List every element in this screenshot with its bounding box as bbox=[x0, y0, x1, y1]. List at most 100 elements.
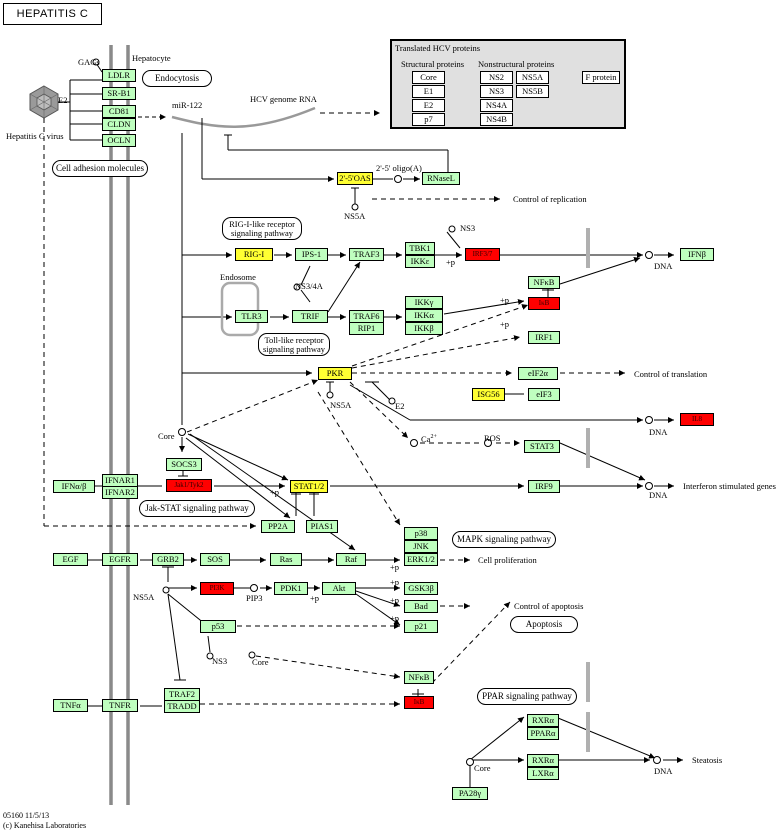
hcv-fprotein[interactable]: F protein bbox=[582, 71, 620, 84]
node-egfr[interactable]: EGFR bbox=[102, 553, 138, 566]
node-ikb-tnf[interactable]: IκB bbox=[404, 696, 434, 709]
pathway-link-jakstat[interactable]: Jak-STAT signaling pathway bbox=[139, 500, 255, 517]
node-tradd[interactable]: TRADD bbox=[164, 700, 200, 713]
node-ikkb[interactable]: IKKβ bbox=[405, 322, 443, 335]
node-pa28g[interactable]: PA28γ bbox=[452, 787, 488, 800]
node-ifnab[interactable]: IFNα/β bbox=[53, 480, 95, 493]
node-eif3[interactable]: eIF3 bbox=[528, 388, 560, 401]
node-ras[interactable]: Ras bbox=[270, 553, 302, 566]
node-nfkb-tnf[interactable]: NFκB bbox=[404, 671, 434, 684]
pathway-link-cell-adhesion[interactable]: Cell adhesion molecules bbox=[52, 160, 148, 177]
node-traf6[interactable]: TRAF6 bbox=[349, 310, 384, 323]
node-rxra-1[interactable]: RXRα bbox=[527, 714, 559, 727]
hcv-core[interactable]: Core bbox=[412, 71, 445, 84]
pathway-link-endocytosis[interactable]: Endocytosis bbox=[142, 70, 212, 87]
node-stat12[interactable]: STAT1/2 bbox=[290, 480, 328, 493]
node-oas[interactable]: 2'-5'OAS bbox=[337, 172, 373, 185]
hcv-p7[interactable]: p7 bbox=[412, 113, 445, 126]
hcv-ns4b[interactable]: NS4B bbox=[480, 113, 513, 126]
hcv-e2[interactable]: E2 bbox=[412, 99, 445, 112]
node-pp2a[interactable]: PP2A bbox=[261, 520, 295, 533]
pathway-link-rigi[interactable]: RIG-I-like receptor signaling pathway bbox=[222, 217, 302, 240]
node-pias1[interactable]: PIAS1 bbox=[306, 520, 338, 533]
node-bad[interactable]: Bad bbox=[404, 600, 438, 613]
pathway-link-mapk[interactable]: MAPK signaling pathway bbox=[452, 531, 556, 548]
node-rip1[interactable]: RIP1 bbox=[349, 322, 384, 335]
node-traf3[interactable]: TRAF3 bbox=[349, 248, 384, 261]
pathway-link-ppar[interactable]: PPAR signaling pathway bbox=[477, 688, 577, 705]
mir122-label: miR-122 bbox=[172, 100, 203, 110]
node-cd81[interactable]: CD81 bbox=[102, 105, 136, 118]
phospho-label-ikb: +p bbox=[500, 295, 510, 305]
hcv-e1[interactable]: E1 bbox=[412, 85, 445, 98]
core-label-p53: Core bbox=[252, 657, 269, 667]
node-ocln[interactable]: OCLN bbox=[102, 134, 136, 147]
node-erk[interactable]: ERK1/2 bbox=[404, 553, 438, 566]
node-lxra[interactable]: LXRα bbox=[527, 767, 559, 780]
node-ikka[interactable]: IKKα bbox=[405, 309, 443, 322]
hcv-ns5a[interactable]: NS5A bbox=[516, 71, 549, 84]
node-nfkb[interactable]: NFκB bbox=[528, 276, 560, 289]
virus-e2-label: E2 bbox=[58, 95, 68, 105]
control-apoptosis-label: Control of apoptosis bbox=[514, 601, 584, 611]
node-stat3[interactable]: STAT3 bbox=[524, 440, 560, 453]
node-sos[interactable]: SOS bbox=[200, 553, 230, 566]
gags-label: GAGs bbox=[78, 57, 100, 67]
node-ikke[interactable]: IKKε bbox=[405, 255, 435, 268]
node-pi3k[interactable]: PI3K bbox=[200, 582, 234, 595]
hcv-ns2[interactable]: NS2 bbox=[480, 71, 513, 84]
hcv-proteins-panel: Translated HCV proteins Structural prote… bbox=[390, 39, 626, 129]
hcv-ns3[interactable]: NS3 bbox=[480, 85, 513, 98]
control-replication-label: Control of replication bbox=[513, 194, 587, 204]
node-tnfr[interactable]: TNFR bbox=[102, 699, 138, 712]
footer-copyright: (c) Kanehisa Laboratories bbox=[3, 821, 87, 830]
steatosis-label: Steatosis bbox=[692, 755, 723, 765]
node-ifnar2[interactable]: IFNAR2 bbox=[102, 486, 138, 499]
node-tlr3[interactable]: TLR3 bbox=[235, 310, 268, 323]
node-ppara[interactable]: PPARα bbox=[527, 727, 559, 740]
node-p38[interactable]: p38 bbox=[404, 527, 438, 540]
node-akt[interactable]: Akt bbox=[322, 582, 356, 595]
hepatocyte-label: Hepatocyte bbox=[132, 53, 171, 63]
node-eif2a[interactable]: eIF2α bbox=[518, 367, 558, 380]
ns3-label-p53: NS3 bbox=[212, 656, 228, 666]
node-gsk3b[interactable]: GSK3β bbox=[404, 582, 438, 595]
node-pdk1[interactable]: PDK1 bbox=[274, 582, 308, 595]
node-pkr[interactable]: PKR bbox=[318, 367, 352, 380]
node-jnk[interactable]: JNK bbox=[404, 540, 438, 553]
node-irf37[interactable]: IRF3/7 bbox=[465, 248, 500, 261]
pathway-link-toll[interactable]: Toll-like receptor signaling pathway bbox=[258, 333, 330, 356]
node-rnasel[interactable]: RNaseL bbox=[422, 172, 460, 185]
e2-label-pkr: E2 bbox=[395, 401, 405, 411]
node-ikkg[interactable]: IKKγ bbox=[405, 296, 443, 309]
node-tnfa[interactable]: TNFα bbox=[53, 699, 88, 712]
node-ikb[interactable]: IκB bbox=[528, 297, 560, 310]
node-il8[interactable]: IL8 bbox=[680, 413, 714, 426]
phospho-label-irf1: +p bbox=[500, 319, 510, 329]
node-srb1[interactable]: SR-B1 bbox=[102, 87, 136, 100]
node-p53[interactable]: p53 bbox=[200, 620, 236, 633]
hcv-ns5b[interactable]: NS5B bbox=[516, 85, 549, 98]
node-trif[interactable]: TRIF bbox=[292, 310, 328, 323]
node-isg56[interactable]: ISG56 bbox=[472, 388, 505, 401]
node-ips1[interactable]: IPS-1 bbox=[295, 248, 328, 261]
node-ldlr[interactable]: LDLR bbox=[102, 69, 136, 82]
node-cldn[interactable]: CLDN bbox=[102, 118, 136, 131]
node-socs3[interactable]: SOCS3 bbox=[166, 458, 202, 471]
pathway-link-apoptosis[interactable]: Apoptosis bbox=[510, 616, 578, 633]
node-rxra-2[interactable]: RXRα bbox=[527, 754, 559, 767]
hcv-ns4a[interactable]: NS4A bbox=[480, 99, 513, 112]
core-label: Core bbox=[158, 431, 175, 441]
node-tbk1[interactable]: TBK1 bbox=[405, 242, 435, 255]
node-ifnb[interactable]: IFNβ bbox=[680, 248, 714, 261]
node-p21[interactable]: p21 bbox=[404, 620, 438, 633]
node-grb2[interactable]: GRB2 bbox=[152, 553, 184, 566]
structural-title: Structural proteins bbox=[401, 59, 465, 69]
node-irf9[interactable]: IRF9 bbox=[528, 480, 560, 493]
node-raf[interactable]: Raf bbox=[336, 553, 366, 566]
node-irf1[interactable]: IRF1 bbox=[528, 331, 560, 344]
node-egf[interactable]: EGF bbox=[53, 553, 88, 566]
node-rigi[interactable]: RIG-I bbox=[235, 248, 273, 261]
node-jak-tyk2[interactable]: Jak1/Tyk2 bbox=[166, 479, 212, 492]
phospho-label-stat: +p bbox=[270, 487, 280, 497]
